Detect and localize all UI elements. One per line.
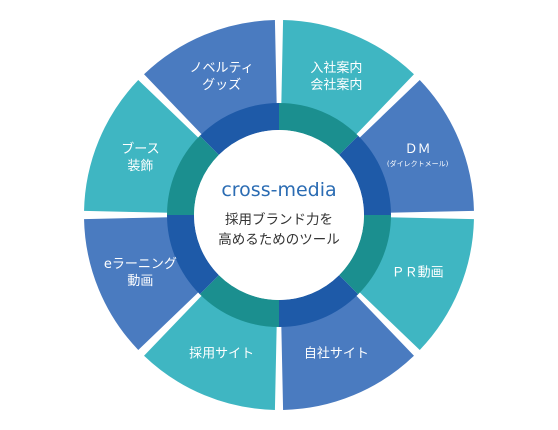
segment-label-dm: ＤＭ (ダイレクトメール) [387, 142, 449, 168]
center-circle [194, 130, 364, 300]
ring-saiyo [199, 275, 279, 327]
ring-elearn [167, 215, 219, 295]
segment-label-booth: ブース装飾 [121, 141, 159, 174]
segment-label-line: 採用サイト [189, 347, 254, 362]
center-subtitle-line-1: 採用ブランド力を [225, 211, 333, 228]
ring-jisha [279, 275, 359, 327]
ring-pr [339, 215, 391, 295]
segment-label-line: 自社サイト [304, 346, 369, 362]
segment-label-line: ＤＭ [405, 142, 431, 157]
segment-label-novelty: ノベルティグッズ [189, 61, 253, 93]
center-subtitle-line-2: 高めるためのツール [218, 231, 340, 248]
segment-label-line: 入社案内 [310, 60, 362, 76]
segment-label-elearn: eラーニング動画 [104, 257, 177, 289]
segment-label-line: ＰＲ動画 [392, 265, 444, 280]
segment-label-line: ブース [121, 141, 159, 157]
segment-label-line: 動画 [127, 274, 153, 289]
segment-label-jisha: 自社サイト [304, 346, 369, 362]
segment-label-line: eラーニング [104, 257, 177, 272]
segment-label-line: 会社案内 [310, 77, 362, 93]
inner-ring [167, 103, 391, 327]
segment-label-line: 装飾 [127, 159, 153, 174]
segment-label-nyusha: 入社案内会社案内 [310, 60, 362, 93]
ring-nyusha [279, 103, 359, 155]
ring-booth [167, 135, 219, 215]
center-title: cross-media [221, 179, 336, 201]
segment-label-saiyo: 採用サイト [189, 347, 254, 362]
segment-label-line: ノベルティ [189, 61, 253, 76]
ring-dm [339, 135, 391, 215]
segment-label-line: グッズ [202, 77, 241, 93]
ring-novelty [199, 103, 279, 155]
segment-label-line: (ダイレクトメール) [387, 159, 449, 168]
segment-label-pr: ＰＲ動画 [392, 265, 444, 280]
